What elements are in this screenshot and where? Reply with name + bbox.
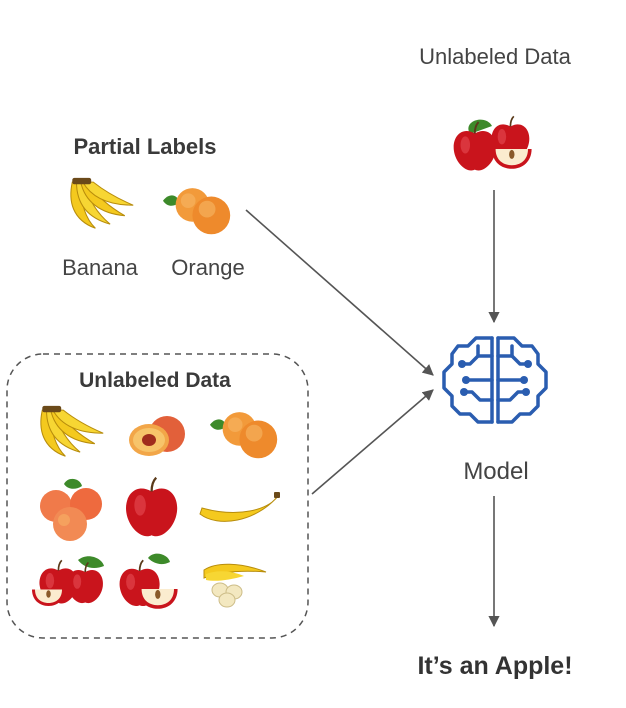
box-apple [124,476,179,538]
banana-image [70,177,134,229]
result-text: It’s an Apple! [417,652,573,680]
arrow-unlabeled-to-model [311,389,434,495]
box-apple-halves [118,553,178,609]
box-orange-pair [210,412,278,459]
box-banana-1 [40,405,104,457]
orange-label: Orange [171,255,245,280]
brain-circuit-icon [442,336,548,424]
box-peaches [40,478,102,541]
top-apples-image [452,115,532,172]
orange-image [163,188,231,235]
unlabeled-box-title: Unlabeled Data [79,369,231,392]
brain-circuit-nodes [458,360,532,396]
banana-label: Banana [62,255,138,280]
box-apples-leaves [32,556,104,606]
unlabeled-data-box [6,353,309,639]
box-banana-single [199,492,280,522]
model-label: Model [463,458,529,485]
box-peach-half [129,416,185,456]
partial-labels-title: Partial Labels [73,134,217,159]
arrow-partial-to-model [245,209,434,376]
top-unlabeled-title: Unlabeled Data [419,44,571,69]
box-banana-peeled [203,563,267,608]
